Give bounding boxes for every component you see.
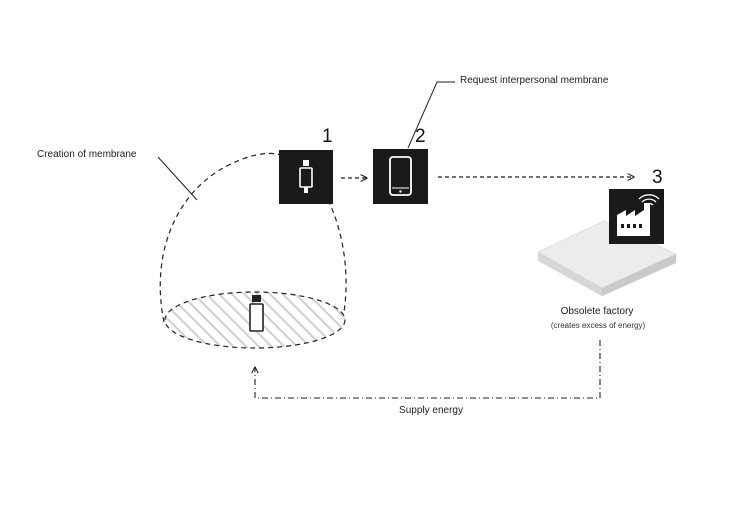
creation-label: Creation of membrane bbox=[37, 149, 137, 160]
factory-title: Obsolete factory bbox=[560, 306, 634, 317]
step1-box bbox=[279, 150, 333, 204]
request-label: Request interpersonal membrane bbox=[460, 75, 609, 86]
person-icon bbox=[299, 160, 313, 193]
request-leader-line bbox=[407, 81, 455, 149]
membrane-dome bbox=[159, 152, 347, 323]
step-number-2: 2 bbox=[415, 126, 426, 147]
wireless-factory-icon bbox=[617, 194, 660, 236]
factory-platform bbox=[537, 220, 677, 296]
factory-subtitle: (creates excess of energy) bbox=[550, 321, 646, 330]
creation-leader-line bbox=[157, 156, 198, 201]
supply-energy-label: Supply energy bbox=[399, 405, 463, 416]
supply-energy-path bbox=[255, 340, 601, 399]
inside-person-icon bbox=[249, 295, 264, 332]
step-number-1: 1 bbox=[322, 126, 333, 147]
smartphone-icon bbox=[389, 156, 412, 196]
step-number-3: 3 bbox=[652, 167, 663, 188]
